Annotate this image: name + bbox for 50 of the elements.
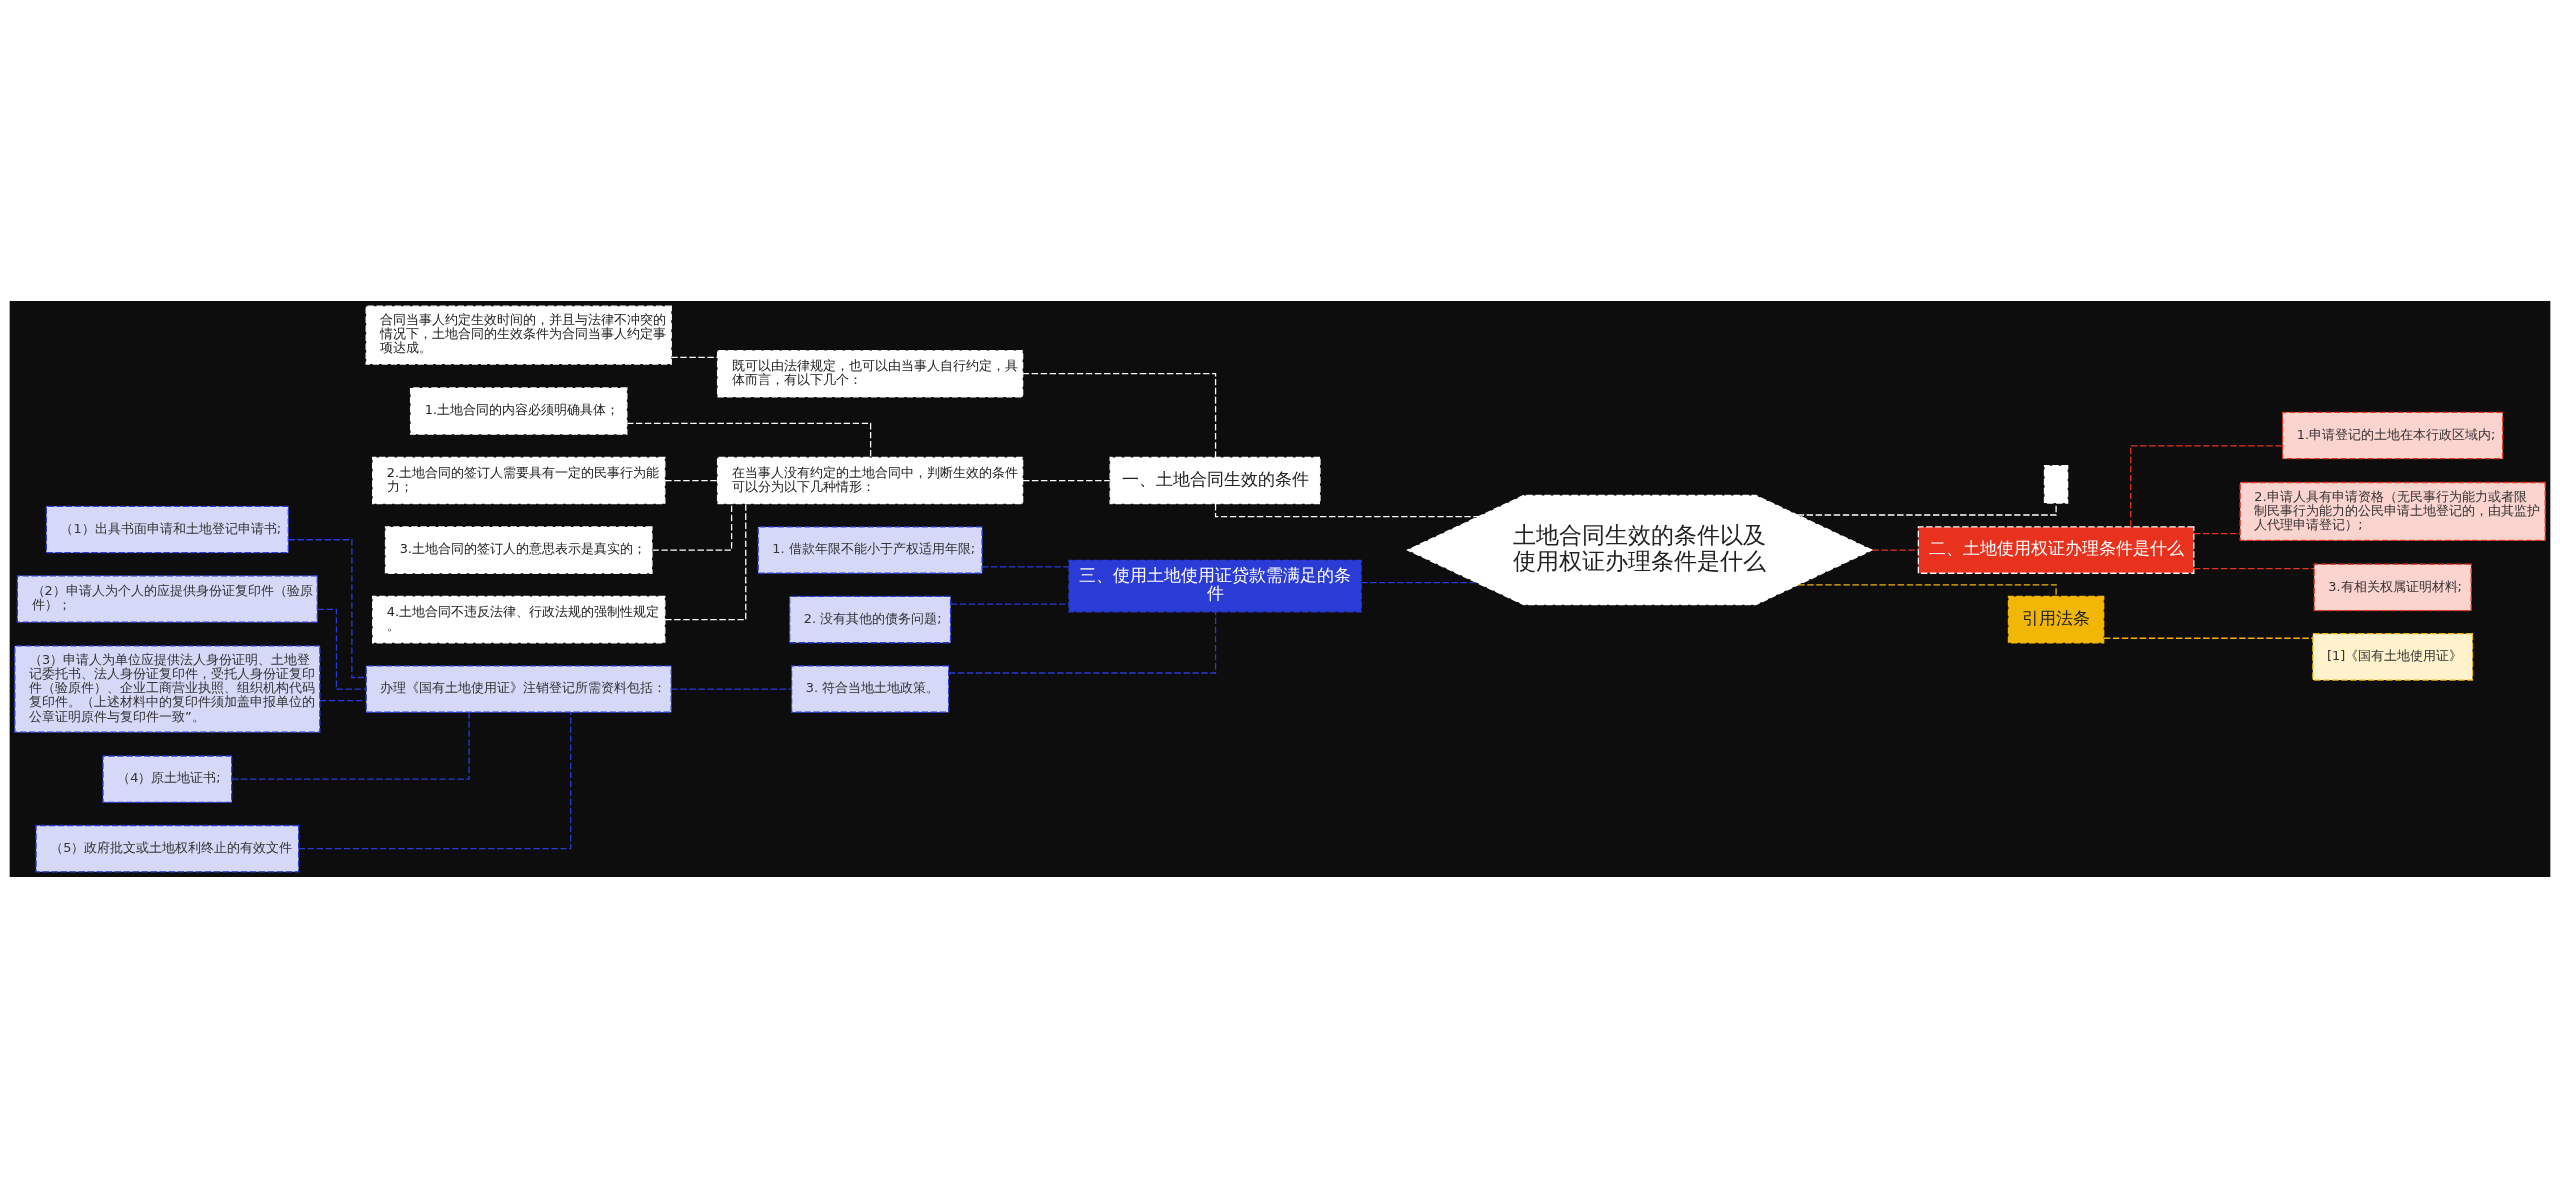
- connector: [2103, 637, 2314, 639]
- node-box: 既可以由法律规定，也可以由当事人自行约定，具体而言，有以下几个：: [716, 349, 1024, 398]
- connector: [1797, 502, 2057, 516]
- connector: [319, 700, 367, 702]
- connector: [1871, 549, 1919, 551]
- node-box: 1.土地合同的内容必须明确具体；: [409, 387, 628, 435]
- connector: [2193, 568, 2315, 570]
- connector: [626, 422, 872, 458]
- node-box: （5）政府批文或土地权利终止的有效文件: [35, 824, 300, 873]
- node-box: 3. 符合当地土地政策。: [790, 665, 950, 713]
- connector: [2193, 533, 2241, 535]
- connector: [1360, 581, 1478, 584]
- node-box: （3）申请人为单位应提供法人身份证明、土地登记委托书、法人身份证复印件，受托人身份证复印件（验原件）、企业工商营业执照、组织机构代码复印件。（上述材料中的复印件须加盖申报单位的公章证明原件与复印件一致”。: [14, 645, 321, 733]
- node-box: 引用法条: [2007, 595, 2105, 644]
- connector: [1797, 584, 2057, 597]
- connector: [981, 566, 1070, 568]
- connector: [948, 611, 1217, 674]
- node-box: （2）申请人为个人的应提供身份证复印件（验原件）；: [16, 575, 318, 623]
- connector: [950, 603, 1070, 605]
- node-box: 在当事人没有约定的土地合同中，判断生效的条件可以分为以下几种情形：: [716, 456, 1024, 505]
- node-box: （4）原土地证书;: [102, 755, 233, 803]
- connector: [287, 539, 367, 679]
- node-box: 2. 没有其他的债务问题;: [789, 595, 952, 644]
- node-box: 3.土地合同的签订人的意思表示是真实的；: [384, 526, 653, 574]
- node-box: 2.土地合同的签订人需要具有一定的民事行为能力；: [372, 456, 666, 505]
- connector: [231, 711, 470, 780]
- node-box: 1. 借款年限不能小于产权适用年限;: [757, 526, 983, 574]
- node-box: [2043, 465, 2069, 504]
- connector: [1022, 373, 1217, 459]
- connector: [1022, 479, 1111, 482]
- connector: [651, 503, 733, 551]
- node-box: 二、土地使用权证办理条件是什么: [1917, 526, 2195, 574]
- node-box: 办理《国有土地使用证》注销登记所需资料包括：: [365, 665, 672, 713]
- connector: [670, 356, 718, 358]
- node-box: 3.有相关权属证明材料;: [2313, 563, 2472, 612]
- connector: [1214, 503, 1479, 518]
- node-box: 三、使用土地使用证贷款需满足的条件: [1068, 559, 1362, 613]
- node-box: 一、土地合同生效的条件: [1109, 456, 1321, 505]
- node-box: （1）出具书面申请和土地登记申请书;: [45, 505, 289, 554]
- node-box: [1]《国有土地使用证》: [2312, 633, 2474, 681]
- connector: [664, 479, 718, 482]
- connector: [2130, 445, 2283, 528]
- connector: [664, 503, 747, 621]
- node-box: 4.土地合同不违反法律、行政法规的强制性规定。: [372, 595, 666, 644]
- connector: [316, 608, 367, 690]
- connector: [670, 688, 793, 690]
- node-box: 2.申请人具有申请资格（无民事行为能力或者限制民事行为能力的公民申请土地登记的，由其监护人代理申请登记）;: [2239, 481, 2546, 542]
- connector: [298, 711, 572, 850]
- node-box: 1.申请登记的土地在本行政区域内;: [2281, 411, 2504, 460]
- node-box: 合同当事人约定生效时间的，并且与法律不冲突的情况下，土地合同的生效条件为合同当事人约定事项达成。: [365, 305, 672, 365]
